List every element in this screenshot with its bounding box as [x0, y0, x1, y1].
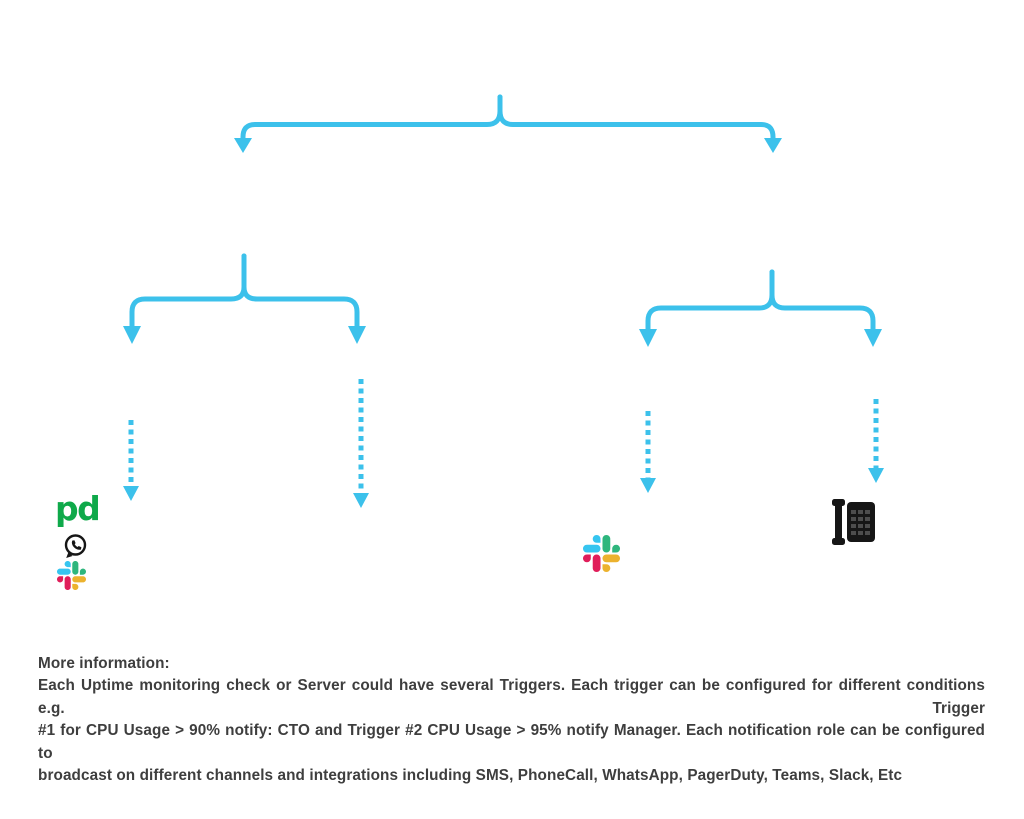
- footer-line: broadcast on different channels and inte…: [38, 767, 903, 785]
- pagerduty-logo: pd: [55, 489, 101, 528]
- phone-keypad-icon: [832, 499, 875, 545]
- footer-line: #1 for CPU Usage > 90% notify: CTO and T…: [38, 722, 985, 762]
- slack-icon: [583, 535, 620, 572]
- footer-line: Each Uptime monitoring check or Server c…: [38, 677, 985, 717]
- root-branch-bracket: [240, 94, 776, 143]
- left-branch-bracket: [129, 253, 360, 330]
- arrowheads: [123, 138, 884, 508]
- footer-heading: More information:: [38, 655, 170, 672]
- slack-icon: [57, 561, 86, 590]
- whatsapp-icon: [64, 534, 87, 558]
- footer-info-block: More information: Each Uptime monitoring…: [38, 653, 985, 787]
- right-branch-bracket: [645, 269, 876, 333]
